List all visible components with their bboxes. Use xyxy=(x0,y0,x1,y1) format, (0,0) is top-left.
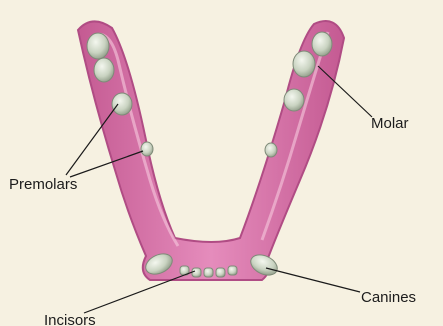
incisor-5 xyxy=(228,266,237,275)
molar-right-2 xyxy=(293,51,315,77)
premolar-left-1 xyxy=(112,93,132,115)
incisors-label: Incisors xyxy=(44,313,96,326)
incisor-3 xyxy=(204,268,213,277)
molar-left-1 xyxy=(87,33,109,59)
incisor-2 xyxy=(192,268,201,277)
incisor-leader-line xyxy=(84,271,195,313)
canine-leader-line xyxy=(266,268,360,292)
premolar-left-2 xyxy=(141,142,153,156)
premolar-right-1 xyxy=(284,89,304,111)
molar-label: Molar xyxy=(371,116,409,131)
molar-right-1 xyxy=(312,32,332,56)
canines-label: Canines xyxy=(361,290,416,305)
premolars-label: Premolars xyxy=(9,177,77,192)
incisor-4 xyxy=(216,268,225,277)
molar-left-2 xyxy=(94,58,114,82)
premolar-right-2 xyxy=(265,143,277,157)
